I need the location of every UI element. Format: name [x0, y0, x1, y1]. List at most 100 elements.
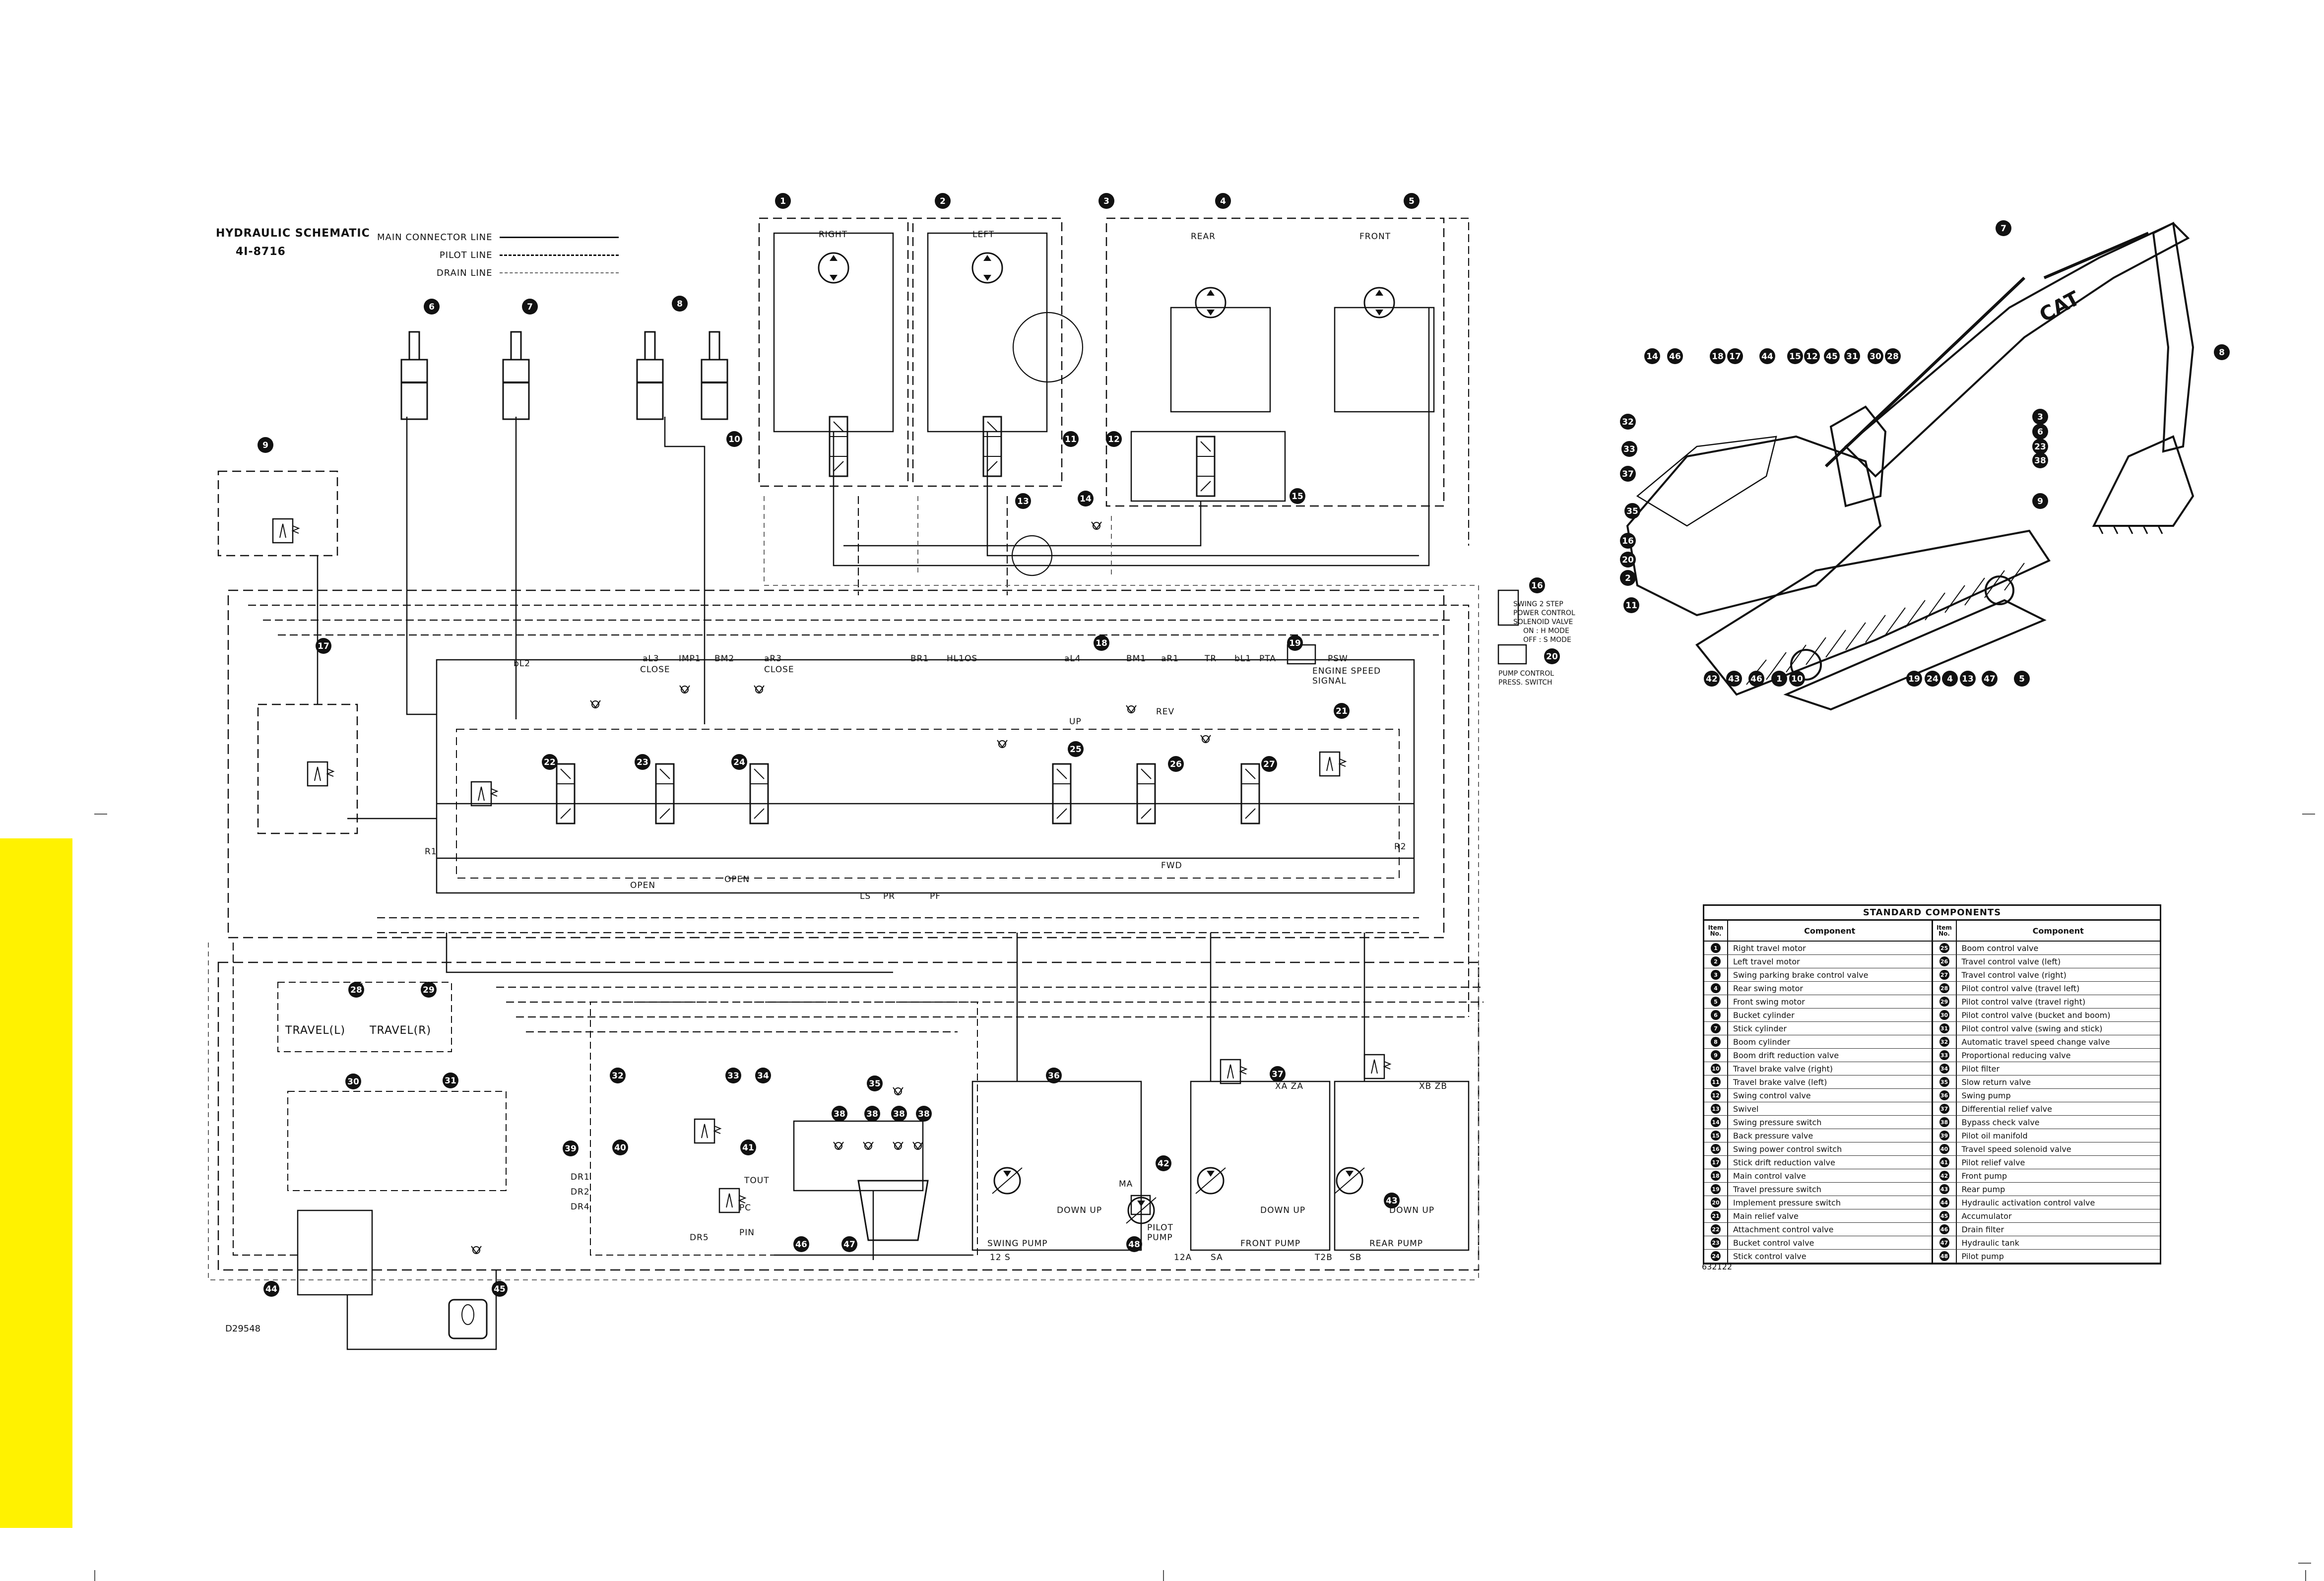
item-number-badge: 9 — [1711, 1050, 1721, 1060]
item-number-badge: 3 — [1711, 970, 1721, 980]
switch-box-20 — [1497, 644, 1527, 665]
excavator-track-rear — [1783, 599, 2047, 711]
port-psw: PSW — [1328, 654, 1348, 664]
label-down-up-2: DOWN UP — [1260, 1205, 1305, 1215]
port-al3: aL3 — [643, 654, 659, 664]
item-number-badge: 47 — [1939, 1238, 1949, 1248]
item-number: 2 — [1704, 955, 1728, 968]
item-number: 8 — [1704, 1035, 1728, 1048]
component-name: Travel control valve (left) — [1961, 956, 2061, 966]
item-number: 43 — [1933, 1183, 1957, 1196]
item-number-badge: 21 — [1711, 1211, 1721, 1221]
port-al4: aL4 — [1064, 654, 1081, 664]
label-down-up-3: DOWN UP — [1389, 1205, 1434, 1215]
port-r2: R2 — [1394, 842, 1407, 852]
item-number: 32 — [1933, 1035, 1957, 1048]
item-number-badge: 12 — [1711, 1090, 1721, 1100]
drain-lines — [208, 496, 1479, 1280]
item-number: 27 — [1933, 968, 1957, 981]
component-name: Attachment control valve — [1733, 1224, 1834, 1234]
item-number: 36 — [1933, 1089, 1957, 1102]
component-name: Slow return valve — [1961, 1077, 2031, 1087]
item-number-badge: 48 — [1939, 1251, 1949, 1261]
label-pilot: PILOT — [1147, 1223, 1173, 1233]
table-row: 15 Back pressure valve — [1704, 1129, 1932, 1142]
component-name: Rear pump — [1961, 1184, 2005, 1194]
item-number: 25 — [1933, 942, 1957, 954]
item-number-badge: 43 — [1939, 1184, 1949, 1194]
label-swing-pump: SWING PUMP — [987, 1239, 1048, 1249]
item-number: 38 — [1933, 1116, 1957, 1129]
port-pin: PIN — [739, 1228, 755, 1238]
component-name: Pilot pump — [1961, 1251, 2004, 1261]
port-dr5: DR5 — [690, 1233, 709, 1243]
item-number-badge: 30 — [1939, 1010, 1949, 1020]
item-number: 20 — [1704, 1196, 1728, 1209]
component-name: Pilot control valve (travel left) — [1961, 983, 2080, 993]
item-number: 9 — [1704, 1049, 1728, 1062]
port-tout: TOUT — [744, 1176, 770, 1186]
crop-mark — [2305, 1570, 2306, 1581]
item-number-badge: 1 — [1711, 943, 1721, 953]
port-br1: BR1 — [910, 654, 929, 664]
cat-logo: CAT — [2036, 287, 2084, 327]
item-number: 23 — [1704, 1236, 1728, 1249]
component-name: Travel pressure switch — [1733, 1184, 1821, 1194]
header-component: Component — [1804, 926, 1856, 936]
component-name: Differential relief valve — [1961, 1104, 2052, 1114]
item-number-badge: 31 — [1939, 1023, 1949, 1033]
item-number: 13 — [1704, 1102, 1728, 1115]
item-number: 12 — [1704, 1089, 1728, 1102]
port-dr2: DR2 — [571, 1187, 590, 1197]
item-number: 35 — [1933, 1075, 1957, 1088]
pilot-lines — [232, 217, 1484, 1256]
label-rear-pump: REAR PUMP — [1369, 1239, 1423, 1249]
port-hl1os: HL1OS — [947, 654, 977, 664]
hydraulic-tank — [857, 1180, 929, 1241]
component-name: Boom drift reduction valve — [1733, 1050, 1839, 1060]
label-front: FRONT — [1359, 232, 1391, 242]
item-number-badge: 39 — [1939, 1131, 1949, 1140]
pilot-pump-box — [1130, 1195, 1151, 1215]
component-name: Travel control valve (right) — [1961, 970, 2066, 980]
port-pc: PC — [739, 1203, 751, 1213]
item-number: 17 — [1704, 1156, 1728, 1169]
item-number-badge: 38 — [1939, 1117, 1949, 1127]
port-pr: PR — [883, 891, 895, 901]
item-number-badge: 6 — [1711, 1010, 1721, 1020]
item-number-badge: 17 — [1711, 1157, 1721, 1167]
label-rear: REAR — [1191, 232, 1216, 242]
port-r1: R1 — [425, 847, 437, 857]
table-row: 27 Travel control valve (right) — [1933, 968, 2160, 982]
crop-mark — [94, 814, 107, 815]
item-number: 14 — [1704, 1116, 1728, 1129]
header-component: Component — [2032, 926, 2084, 936]
item-number: 47 — [1933, 1236, 1957, 1249]
crop-mark — [2302, 814, 2315, 815]
component-name: Front pump — [1961, 1171, 2007, 1181]
switch-box-16 — [1497, 589, 1519, 626]
component-name: Back pressure valve — [1733, 1131, 1813, 1140]
item-number: 31 — [1933, 1022, 1957, 1035]
item-number: 15 — [1704, 1129, 1728, 1142]
port-pf: PF — [930, 891, 941, 901]
swivel-ring — [1012, 312, 1084, 383]
item-number: 3 — [1704, 968, 1728, 981]
component-name: Hydraulic tank — [1961, 1238, 2019, 1248]
